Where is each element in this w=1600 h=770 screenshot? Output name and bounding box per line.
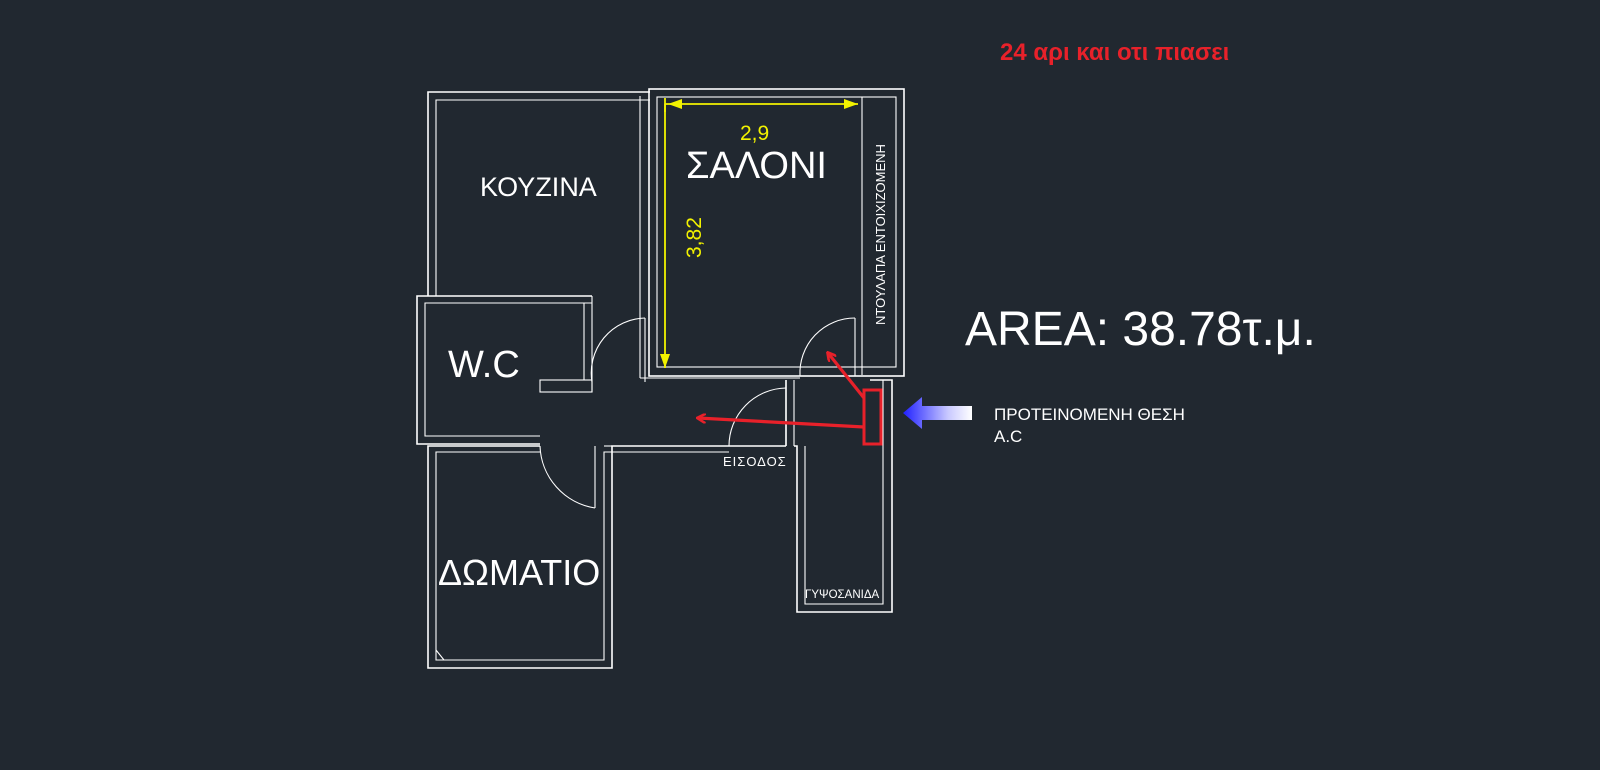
room-label-wc: W.C (448, 344, 520, 386)
corridor-walls (785, 379, 893, 613)
kitchen-walls (427, 91, 650, 296)
ac-suggestion-line2: Α.C (994, 427, 1022, 446)
airflow-arrow-up (828, 353, 866, 399)
room-label-kitchen: ΚΟΥΖΙΝΑ (480, 172, 597, 202)
living-walls (639, 88, 905, 379)
dimension-width: 2,9 (740, 122, 769, 145)
wc-walls (416, 295, 593, 445)
ac-suggestion-line1: ΠΡΟΤΕΙΝΟΜΕΝΗ ΘΕΣΗ (994, 405, 1185, 424)
room-label-living: ΣΑΛΟΝΙ (686, 145, 827, 187)
room-label-entrance: ΕΙΣΟΔΟΣ (723, 454, 787, 469)
blue-pointer-arrow (903, 397, 972, 429)
airflow-arrow-left (698, 418, 865, 429)
room-label-wardrobe: ΝΤΟΥΛΑΠΑ ΕΝΤΟΙΧΙΖΟΜΕΝΗ (873, 144, 888, 325)
bedroom-walls (427, 445, 786, 669)
dimension-height: 3,82 (683, 217, 706, 258)
door-swings (539, 317, 856, 509)
dimension-lines (660, 98, 858, 368)
room-label-bedroom: ΔΩΜΑΤΙΟ (438, 552, 600, 593)
area-label: AREA: 38.78τ.μ. (965, 303, 1316, 356)
room-label-plasterboard: ΓΥΨΟΣΑΝΙΔΑ (805, 589, 880, 601)
ac-unit-marker (862, 388, 883, 446)
note-text: 24 αρι και οτι πιασει (1000, 39, 1229, 66)
